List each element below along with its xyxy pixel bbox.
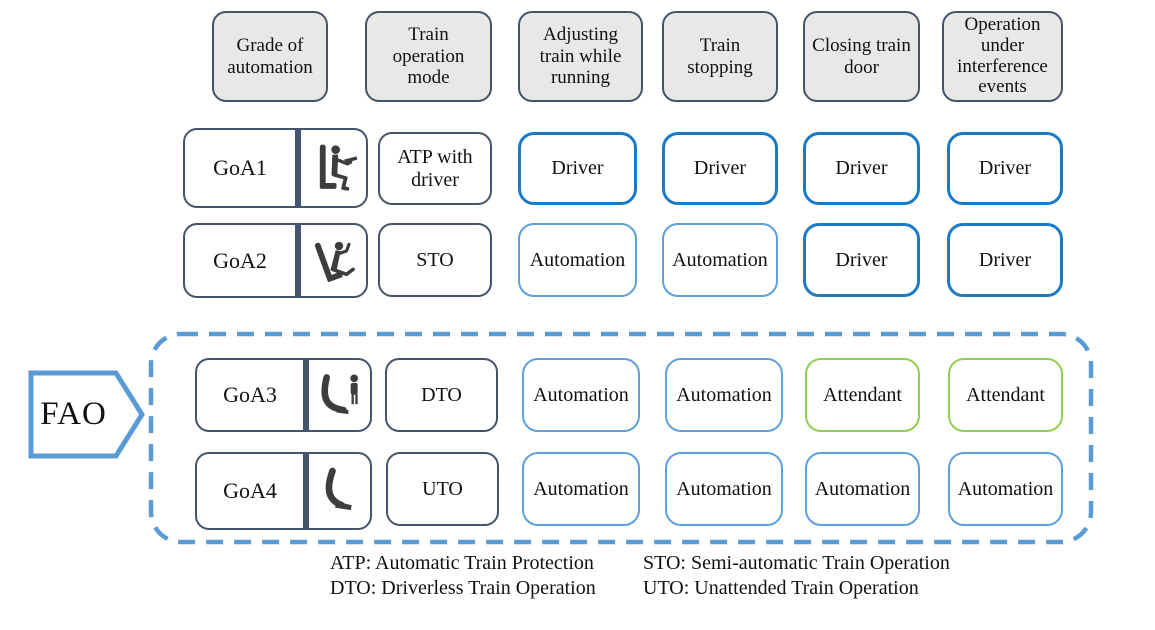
empty-seat-with-attendant-icon: [309, 360, 370, 430]
goa4-cell-adjusting-train: Automation: [522, 452, 640, 526]
cell-label: Driver: [835, 248, 888, 271]
cell-label: Driver: [693, 157, 747, 179]
mode-label: STO: [416, 248, 454, 271]
driver-seated-relaxed-icon: [301, 225, 366, 296]
goa2-cell-train-stopping: Automation: [662, 223, 778, 297]
header-closing-train-door: Closing train door: [803, 11, 920, 102]
goa2-cell-interference: Driver: [947, 223, 1063, 297]
goa4-label: GoA4: [223, 478, 277, 503]
cell-label: Automation: [814, 477, 911, 500]
goa4-cell-closing-door: Automation: [805, 452, 920, 526]
header-train-operation-mode: Train operation mode: [365, 11, 492, 102]
cell-label: Driver: [978, 248, 1032, 271]
legend-column-left: ATP: Automatic Train Protection DTO: Dri…: [330, 551, 596, 601]
cell-label: Driver: [978, 157, 1032, 179]
goa4-mode-box: UTO: [386, 452, 499, 526]
goa2-grade-box: GoA2: [183, 223, 368, 298]
goa3-cell-closing-door: Attendant: [805, 358, 920, 432]
divider: [303, 454, 309, 528]
cell-label: Automation: [533, 477, 629, 500]
cell-label: Attendant: [823, 383, 902, 406]
header-adjusting-train: Adjusting train while running: [518, 11, 643, 102]
goa1-cell-interference: Driver: [947, 132, 1063, 205]
legend-column-right: STO: Semi-automatic Train Operation UTO:…: [643, 551, 950, 601]
header-train-stopping: Train stopping: [662, 11, 778, 102]
driver-seated-attentive-icon: [301, 130, 366, 206]
cell-label: Automation: [533, 383, 629, 406]
legend-line-atp: ATP: Automatic Train Protection: [330, 552, 594, 574]
header-interference-events: Operation under interference events: [942, 11, 1063, 102]
header-grade-of-automation: Grade of automation: [212, 11, 328, 102]
goa4-cell-train-stopping: Automation: [665, 452, 783, 526]
goa3-cell-adjusting-train: Automation: [522, 358, 640, 432]
divider: [295, 130, 301, 206]
divider: [295, 225, 301, 296]
goa4-grade-box: GoA4: [195, 452, 372, 530]
cell-label: Automation: [529, 248, 626, 271]
cell-label: Automation: [957, 477, 1054, 500]
mode-label: ATP with driver: [397, 145, 473, 191]
cell-label: Attendant: [966, 383, 1045, 406]
goa2-label: GoA2: [213, 247, 267, 273]
goa4-cell-interference: Automation: [948, 452, 1063, 526]
goa3-grade-box: GoA3: [195, 358, 372, 432]
legend-line-dto: DTO: Driverless Train Operation: [330, 577, 596, 599]
goa2-cell-adjusting-train: Automation: [518, 223, 637, 297]
goa2-cell-closing-door: Driver: [803, 223, 920, 297]
divider: [303, 360, 309, 430]
goa2-mode-box: STO: [378, 223, 492, 297]
header-label: Closing train door: [812, 35, 911, 78]
fao-label: FAO: [40, 396, 107, 432]
cell-label: Driver: [551, 157, 604, 179]
goa3-mode-box: DTO: [385, 358, 498, 432]
legend-line-uto: UTO: Unattended Train Operation: [643, 577, 919, 599]
goa1-cell-adjusting-train: Driver: [518, 132, 637, 205]
goa3-label: GoA3: [223, 382, 277, 407]
cell-label: Driver: [835, 157, 888, 179]
mode-label: DTO: [421, 383, 462, 406]
mode-label: UTO: [422, 477, 463, 500]
header-label: Train stopping: [687, 35, 753, 78]
goa1-cell-closing-door: Driver: [803, 132, 920, 205]
fao-pointer-shape: [28, 370, 145, 459]
goa1-label: GoA1: [213, 155, 267, 180]
cell-label: Automation: [676, 383, 772, 406]
legend-line-sto: STO: Semi-automatic Train Operation: [643, 552, 950, 574]
goa3-cell-train-stopping: Automation: [665, 358, 783, 432]
goa3-cell-interference: Attendant: [948, 358, 1063, 432]
cell-label: Automation: [676, 477, 772, 500]
goa1-cell-train-stopping: Driver: [662, 132, 778, 205]
header-label: Operation under interference events: [957, 14, 1048, 98]
header-label: Train operation mode: [392, 24, 465, 89]
empty-seat-icon: [309, 454, 370, 528]
cell-label: Automation: [672, 248, 768, 271]
header-label: Adjusting train while running: [539, 24, 622, 89]
goa1-grade-box: GoA1: [183, 128, 368, 208]
header-label: Grade of automation: [227, 35, 313, 78]
goa1-mode-box: ATP with driver: [378, 132, 492, 205]
